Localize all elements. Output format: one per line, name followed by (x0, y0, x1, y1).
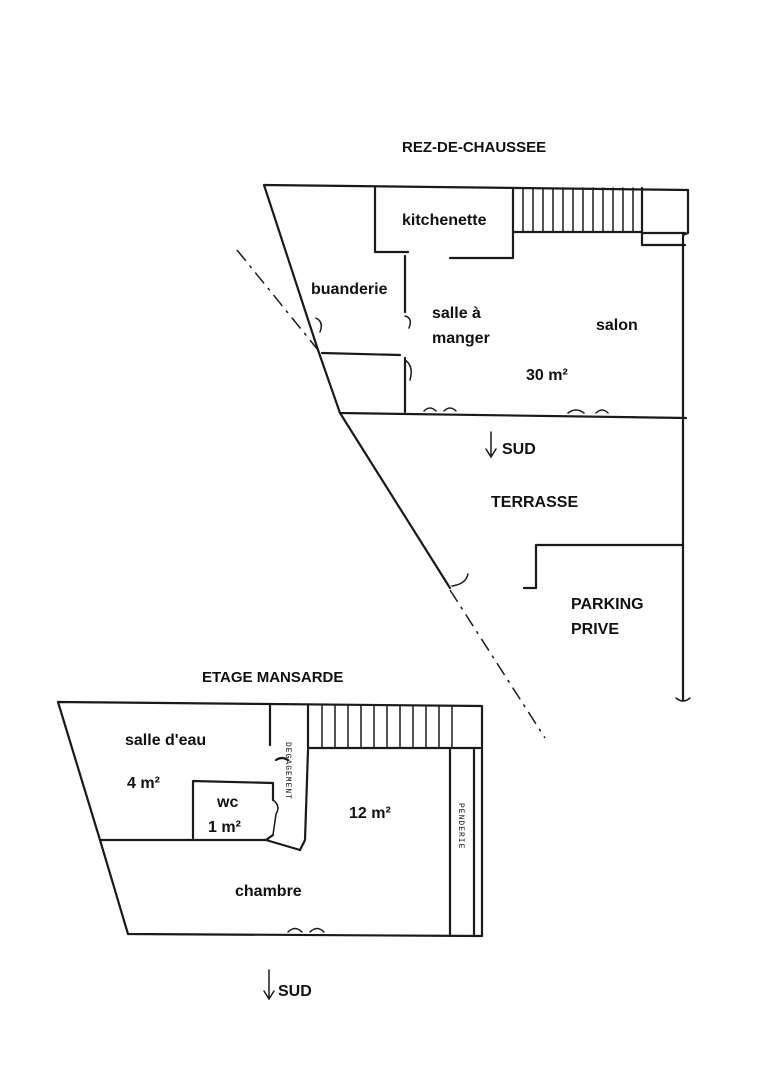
upper-floor-south-label: SUD (278, 983, 312, 1000)
bedroom-area-label: 12 m² (349, 805, 391, 822)
terrace-diagonal-wall (338, 411, 452, 590)
salle-d-eau-partition (98, 703, 272, 842)
kitchenette-walls (373, 186, 687, 260)
salle-a-manger-label-line1: salle à (432, 305, 481, 322)
buanderie-door (315, 315, 412, 381)
salle-a-manger-label-line2: manger (432, 330, 490, 347)
penderie-walls (448, 748, 476, 936)
ground-floor-plan: REZ-DE-CHAUSSEE kitchenette buanderie sa… (236, 139, 691, 739)
wc-area-label: 1 m² (208, 819, 241, 836)
parking-label-line2: PRIVE (571, 621, 619, 638)
wc-walls (191, 779, 302, 852)
kitchenette-label: kitchenette (402, 212, 487, 229)
upper-floor-title: ETAGE MANSARDE (202, 669, 343, 686)
penderie-label: PENDERIE (456, 803, 465, 849)
ground-floor-stairs (511, 186, 687, 235)
ground-floor-title: REZ-DE-CHAUSSEE (402, 139, 546, 156)
salon-area-label: 30 m² (526, 367, 568, 384)
terrasse-label: TERRASSE (491, 494, 578, 511)
wc-door (272, 799, 279, 836)
terrace-doors (423, 407, 609, 414)
ground-floor-outer-wall (262, 183, 690, 702)
upper-floor-outer-wall (56, 700, 484, 938)
salle-d-eau-area-label: 4 m² (127, 775, 160, 792)
upper-floor-south-arrow-icon (263, 969, 275, 1001)
wc-label: wc (216, 794, 238, 811)
buanderie-label: buanderie (311, 281, 388, 298)
chambre-door (287, 927, 325, 933)
ground-floor-guide-dash (236, 249, 319, 351)
salon-label: salon (596, 317, 638, 334)
column-foot (675, 697, 691, 702)
parking-partition (522, 543, 685, 590)
degagement-walls (274, 748, 310, 852)
upper-floor-stairs (306, 704, 482, 750)
ground-floor-south-label: SUD (502, 441, 536, 458)
buanderie-partition (320, 254, 407, 414)
degagement-label: DEGAGEMENT (283, 742, 292, 800)
chambre-label: chambre (235, 883, 302, 900)
ground-floor-south-arrow-icon (485, 431, 497, 459)
upper-floor-plan: ETAGE MANSARDE salle d'eau 4 m² wc 1 m² … (56, 669, 484, 1001)
parking-label-line1: PARKING (571, 596, 644, 613)
terrace-diagonal-dash (449, 589, 546, 739)
salle-d-eau-label: salle d'eau (125, 732, 206, 749)
terrace-gate (451, 573, 469, 587)
